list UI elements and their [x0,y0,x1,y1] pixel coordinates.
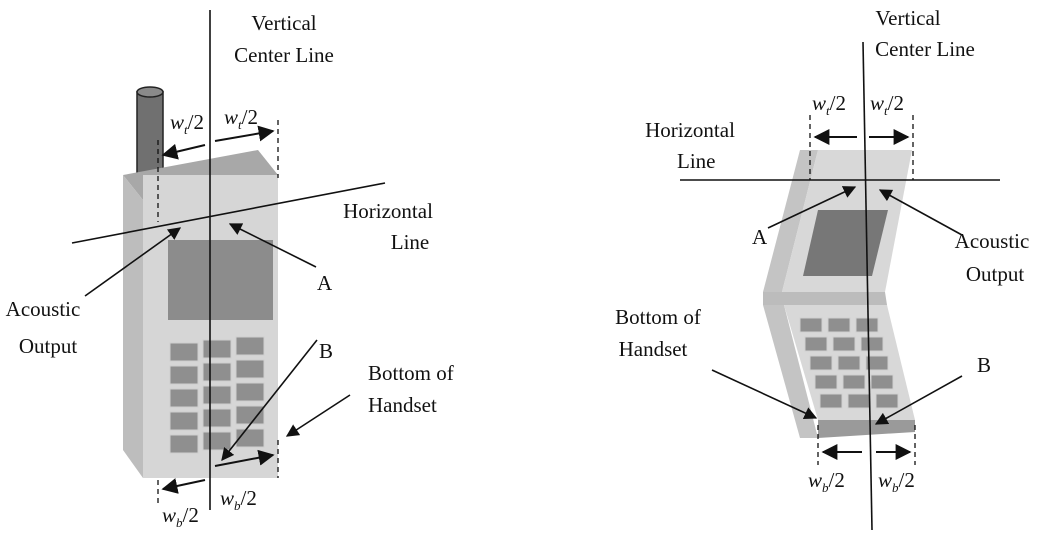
right-vertical-label-1: Vertical [875,6,940,30]
left-vertical-label-1: Vertical [251,11,316,35]
left-horizontal-line [71,182,386,244]
left-point-a: A [317,271,333,295]
right-vertical-label-2: Center Line [875,37,975,61]
flip-upper-side [763,150,818,292]
right-vertical-center-line [862,41,873,531]
left-top-width-arrow-right [214,125,275,142]
phone-side-face [123,175,143,478]
right-bottom-width-left: wb/2 [808,468,845,495]
flip-phone [763,150,915,438]
left-bottom-width-arrow-left [161,478,206,494]
left-horizontal-label-2: Line [391,230,429,254]
left-point-b: B [319,339,333,363]
right-acoustic-pointer [878,189,963,236]
right-horizontal-label-2: Line [677,149,715,173]
right-acoustic-label-1: Acoustic [955,229,1030,253]
flip-keypad [799,317,899,409]
right-acoustic-label-2: Output [966,262,1025,286]
phone-screen [168,240,273,320]
right-bottom-width-right: wb/2 [878,468,915,495]
left-bottom-width-left: wb/2 [162,503,199,530]
right-top-width-left: wt/2 [812,91,846,118]
flip-lower-side [763,305,818,438]
left-acoustic-pointer [84,227,182,297]
right-bottom-pointer [711,369,818,419]
right-horizontal-label-1: Horizontal [645,118,735,142]
right-point-b: B [977,353,991,377]
flip-hinge [763,292,887,305]
right-b-pointer [874,375,963,425]
left-horizontal-label-1: Horizontal [343,199,433,223]
left-top-width-arrow-left [161,143,206,160]
left-bottom-width-right: wb/2 [220,486,257,513]
left-bottom-pointer [285,394,351,437]
right-bottom-label-2: Handset [619,337,688,361]
left-acoustic-label-2: Output [19,334,78,358]
left-bottom-width-arrow-right [214,449,275,467]
left-bottom-label-2: Handset [368,393,437,417]
left-acoustic-label-1: Acoustic [6,297,81,321]
left-top-width-left: wt/2 [170,110,204,137]
left-b-pointer [221,339,318,462]
left-bottom-label-1: Bottom of [368,361,454,385]
left-top-width-right: wt/2 [224,105,258,132]
right-bottom-label-1: Bottom of [615,305,701,329]
right-point-a: A [752,225,768,249]
left-a-pointer [228,223,317,268]
flip-bottom-edge [818,420,915,438]
right-top-width-right: wt/2 [870,91,904,118]
left-vertical-label-2: Center Line [234,43,334,67]
phone-keypad [169,336,265,454]
right-a-pointer [767,186,857,229]
